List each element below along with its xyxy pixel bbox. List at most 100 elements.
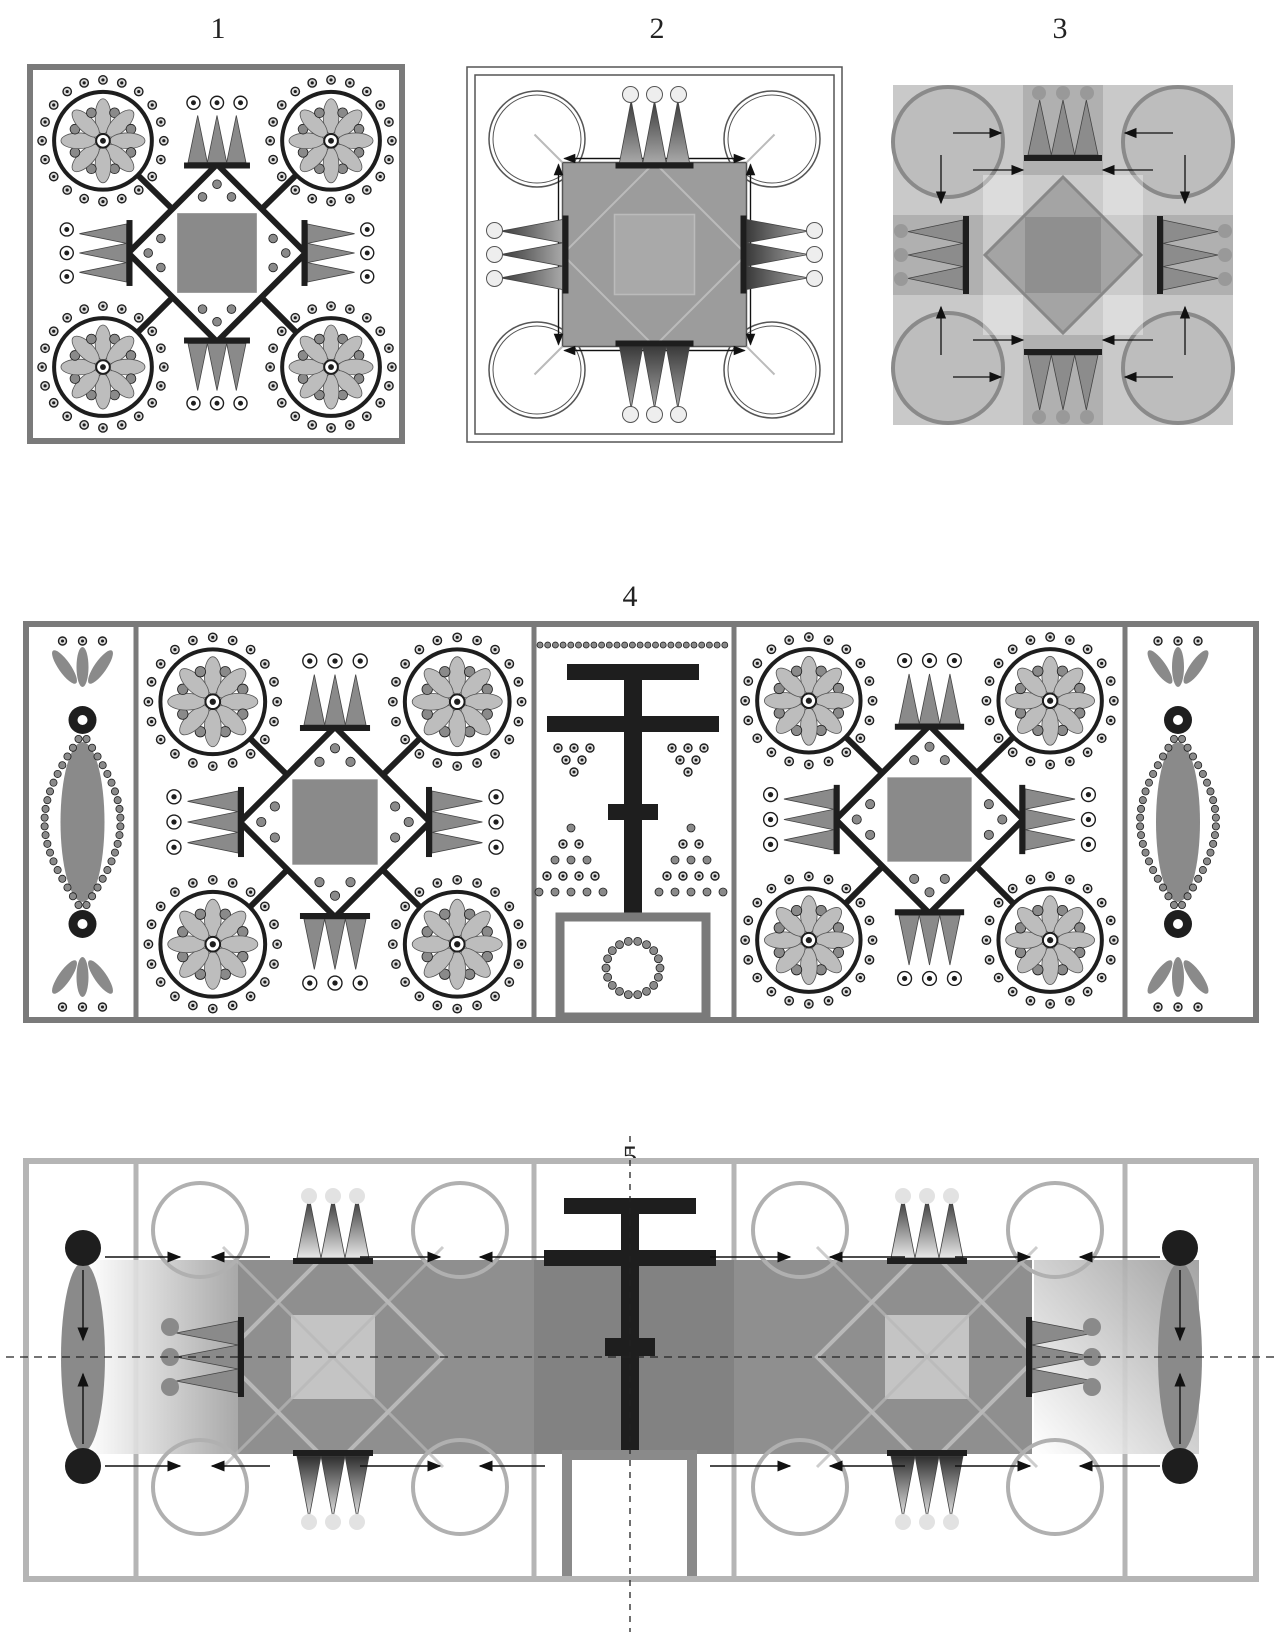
grain <box>624 937 632 945</box>
comb-bar <box>1024 349 1102 355</box>
bead-dot <box>1112 939 1115 942</box>
grain <box>1150 770 1157 777</box>
bead-dot <box>43 158 46 161</box>
bead-dot <box>387 347 390 350</box>
pale-bead <box>671 87 687 103</box>
bead-dot <box>151 175 154 178</box>
grain <box>643 987 651 995</box>
bead-dot <box>770 990 773 993</box>
grain <box>1137 814 1144 821</box>
grain <box>1211 805 1218 812</box>
comb-bar <box>1157 216 1163 294</box>
bead-dot <box>394 923 397 926</box>
bead-dot <box>1011 990 1014 993</box>
panel-2 <box>467 67 842 442</box>
grain <box>1170 735 1177 742</box>
bead-dot <box>269 365 272 368</box>
grain <box>614 642 620 648</box>
bead-dot <box>768 817 773 822</box>
bead-dot <box>173 752 176 755</box>
comb-bar <box>963 216 969 294</box>
grain <box>637 642 643 648</box>
bead-dot <box>159 905 162 908</box>
grain <box>866 800 875 809</box>
bead-dot <box>83 197 86 200</box>
grain <box>604 973 612 981</box>
bead-dot <box>580 758 583 761</box>
grain <box>1178 735 1185 742</box>
bead-dot <box>493 794 498 799</box>
bead-dot <box>756 737 759 740</box>
rosette-center-dot <box>454 699 460 705</box>
bead-dot <box>436 761 439 764</box>
bead-dot <box>348 308 351 311</box>
bead-dot <box>269 139 272 142</box>
grain <box>1137 823 1144 830</box>
bead-dot <box>859 737 862 740</box>
knob-eye <box>78 919 88 929</box>
grain <box>583 856 591 864</box>
grain <box>940 756 949 765</box>
bead-dot <box>517 680 520 683</box>
grain <box>144 249 153 258</box>
lens <box>1156 742 1200 902</box>
central-square <box>887 777 971 861</box>
bead-dot <box>173 648 176 651</box>
grain <box>567 856 575 864</box>
grain <box>567 888 575 896</box>
grain <box>699 642 705 648</box>
grain <box>157 263 166 272</box>
grain <box>116 832 123 839</box>
rosette-center-dot <box>806 698 812 704</box>
bead-dot <box>391 700 394 703</box>
grain <box>634 937 642 945</box>
pale-bead <box>895 1514 911 1530</box>
bead-dot <box>66 90 69 93</box>
bead-dot <box>827 878 830 881</box>
grain <box>602 964 610 972</box>
grain <box>346 757 355 766</box>
bead-dot <box>263 738 266 741</box>
bead-dot <box>365 274 370 279</box>
grain <box>703 856 711 864</box>
bead-dot <box>686 746 689 749</box>
bead-dot <box>159 980 162 983</box>
bead-dot <box>756 976 759 979</box>
pale-bead <box>807 271 823 287</box>
grain <box>910 874 919 883</box>
bead-dot <box>1049 1002 1052 1005</box>
bead-dot <box>294 316 297 319</box>
bead-dot <box>577 842 580 845</box>
grain <box>104 866 111 873</box>
grain <box>108 779 115 786</box>
grain <box>703 888 711 896</box>
bead-dot <box>348 423 351 426</box>
pale-bead <box>301 1188 317 1204</box>
bead-dot <box>61 1005 64 1008</box>
grain <box>227 193 236 202</box>
bead-dot <box>276 700 279 703</box>
bead-dot <box>1086 817 1091 822</box>
grain <box>64 753 71 760</box>
bead-dot <box>1086 792 1091 797</box>
bead-dot <box>997 737 1000 740</box>
bead-dot <box>151 330 154 333</box>
grain <box>791 666 801 676</box>
bead-dot <box>952 976 957 981</box>
grain <box>687 888 695 896</box>
grain <box>75 735 82 742</box>
cross-stem <box>624 664 642 924</box>
square-ornament <box>741 633 1118 1008</box>
bead-dot <box>1068 639 1071 642</box>
bead-dot <box>365 415 368 418</box>
grain <box>1199 866 1206 873</box>
grey-bead <box>161 1318 179 1336</box>
bead-dot <box>120 308 123 311</box>
grain <box>537 642 543 648</box>
pale-bead <box>943 1188 959 1204</box>
bead-dot <box>231 1004 234 1007</box>
grain <box>1184 744 1191 751</box>
grain <box>116 805 123 812</box>
grain <box>99 875 106 882</box>
bead-dot <box>151 401 154 404</box>
